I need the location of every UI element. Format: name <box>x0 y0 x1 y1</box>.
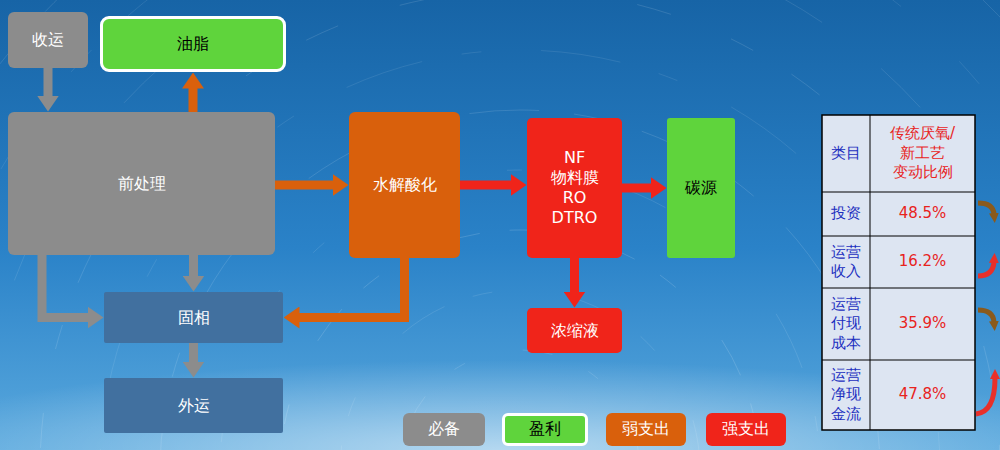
trend-down-arrow <box>978 203 994 214</box>
table-cell: 运营 收入 <box>822 236 870 288</box>
table-cell: 47.8% <box>870 360 975 430</box>
trend-arrows <box>976 203 995 414</box>
node-label: 固相 <box>178 308 210 328</box>
flow-arrow <box>189 343 198 362</box>
table-cell: 16.2% <box>870 236 975 288</box>
trend-up-arrow <box>976 378 995 414</box>
flow-arrow <box>460 181 511 190</box>
table-rule <box>822 236 975 237</box>
process-box: 前处理 <box>8 112 275 255</box>
table-cell: 48.5% <box>870 192 975 236</box>
table-cell: 投资 <box>822 192 870 236</box>
legend-swatch: 强支出 <box>706 413 786 446</box>
flow-arrow <box>622 184 651 193</box>
legend-swatch: 盈利 <box>502 413 588 446</box>
trend-up-arrow <box>978 262 994 276</box>
legend-label: 必备 <box>428 419 460 440</box>
table-rule <box>822 360 975 361</box>
trend-down-arrow <box>978 310 994 322</box>
legend-swatch: 弱支出 <box>606 413 686 446</box>
table-rule <box>822 288 975 289</box>
flow-arrow <box>44 68 53 96</box>
node-label: NF 物料膜 RO DTRO <box>547 148 603 228</box>
table-cell: 35.9% <box>870 288 975 360</box>
flow-arrow <box>299 258 405 318</box>
node-label: 油脂 <box>177 34 209 54</box>
disposal-box: 外运 <box>104 378 283 433</box>
flow-arrow <box>275 181 333 190</box>
table-rule <box>870 115 871 430</box>
legend-label: 弱支出 <box>622 419 670 440</box>
node-label: 前处理 <box>118 174 166 194</box>
node-label: 浓缩液 <box>551 321 599 341</box>
residue-box: 浓缩液 <box>527 308 622 353</box>
collect-box: 收运 <box>8 12 88 68</box>
node-label: 外运 <box>178 396 210 416</box>
table-cell: 传统厌氧/ 新工艺 变动比例 <box>870 115 975 192</box>
product-box: 碳源 <box>667 118 735 258</box>
table-frame <box>822 115 975 430</box>
flow-arrow <box>189 88 198 112</box>
membrane-box: NF 物料膜 RO DTRO <box>527 118 622 258</box>
node-label: 水解酸化 <box>373 175 437 195</box>
table-cell: 运营 净现 金流 <box>822 360 870 430</box>
product-box: 油脂 <box>100 16 286 72</box>
table-rule <box>822 192 975 193</box>
table-cell: 运营 付现 成本 <box>822 288 870 360</box>
node-label: 收运 <box>32 30 64 50</box>
flow-arrow <box>570 258 579 292</box>
flow-arrow <box>189 255 198 276</box>
legend-swatch: 必备 <box>403 413 485 446</box>
legend-label: 盈利 <box>529 419 561 440</box>
ratio-table <box>822 115 975 430</box>
solid-box: 固相 <box>104 292 283 343</box>
node-label: 碳源 <box>685 178 717 198</box>
table-cell: 类目 <box>822 115 870 192</box>
process-box: 水解酸化 <box>349 112 460 258</box>
horizon-haze <box>0 360 1000 450</box>
flow-arrow <box>42 255 88 318</box>
legend-label: 强支出 <box>722 419 770 440</box>
